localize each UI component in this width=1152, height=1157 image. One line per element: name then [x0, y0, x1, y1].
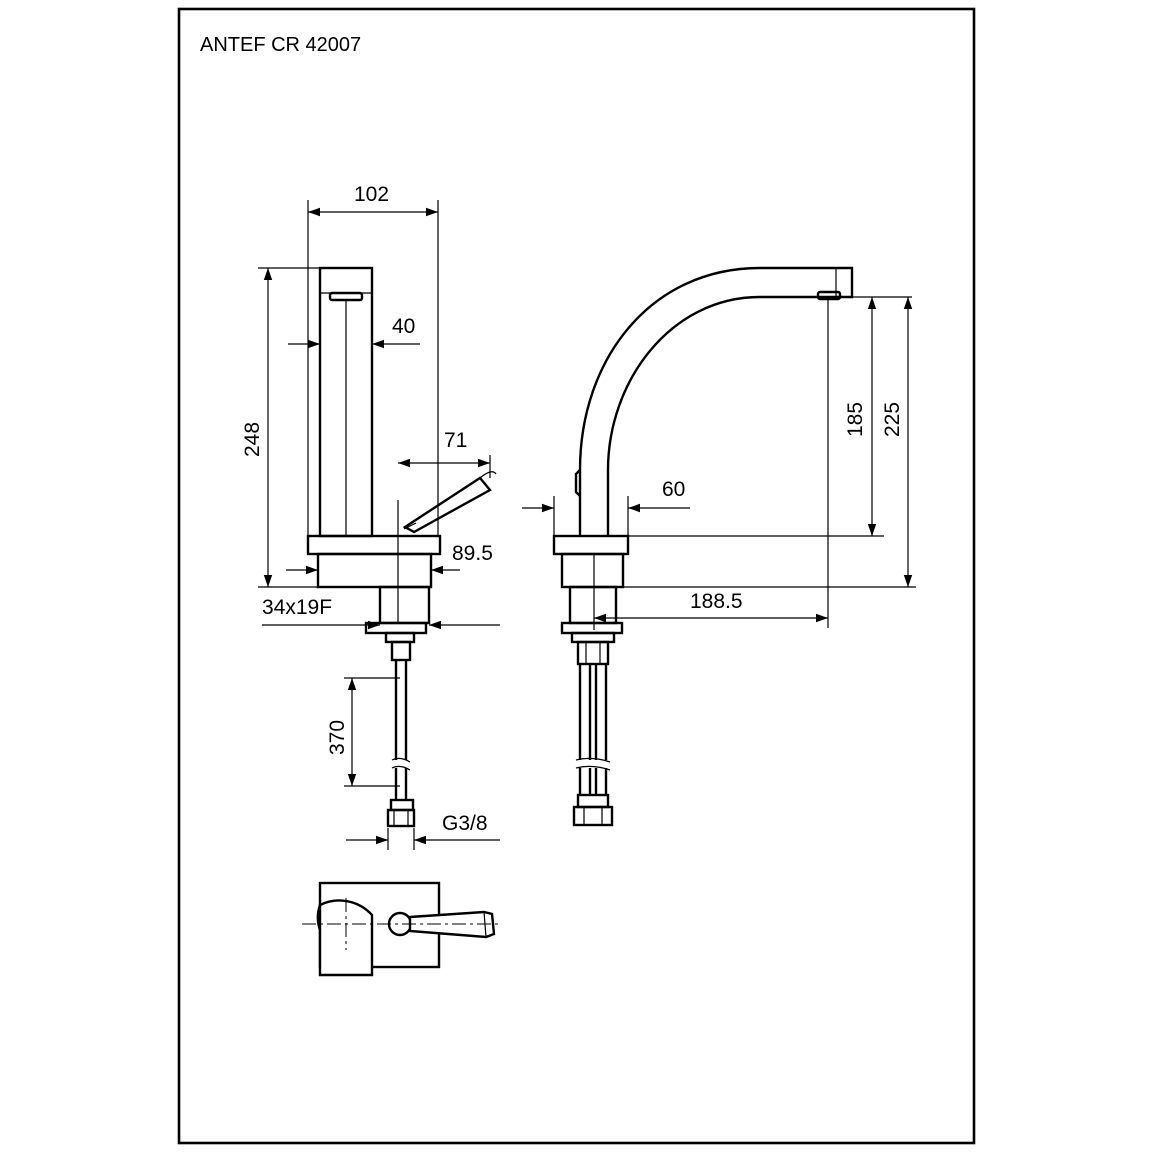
dim-base-width: 89.5: [452, 542, 493, 565]
front-hose: [386, 640, 416, 828]
side-view: [552, 266, 854, 827]
front-aerator: [328, 291, 364, 302]
side-hoses: [572, 640, 614, 827]
front-base-body: [316, 552, 433, 589]
front-shank: [378, 585, 431, 625]
dim-hose-length: 370: [326, 720, 349, 755]
sheet-border: [177, 7, 976, 1145]
top-view: [302, 881, 500, 977]
dim-width-top: 102: [354, 183, 389, 206]
dim-outlet-height: 185: [844, 402, 867, 437]
side-spout-arch: [578, 266, 854, 536]
side-dimensions: 60 185 225 188.5: [522, 296, 916, 630]
front-dimensions: 102 40 248 71 89.5 34x19F: [241, 183, 500, 850]
side-aerator: [816, 290, 842, 301]
side-base-body: [560, 552, 625, 589]
drawing-title: ANTEF CR 42007: [200, 34, 362, 56]
dim-hose-thread: G3/8: [442, 812, 488, 835]
dim-total-height: 248: [241, 422, 264, 457]
dim-thread: 34x19F: [262, 596, 332, 619]
dim-spout-reach: 188.5: [690, 590, 743, 613]
front-base-plate: [306, 534, 442, 556]
dim-lever-reach: 71: [444, 429, 467, 452]
side-base-plate: [552, 534, 630, 556]
front-view: [306, 266, 497, 828]
side-nut: [560, 621, 624, 635]
dim-top-height: 225: [881, 402, 904, 437]
dim-base-diameter: 60: [662, 478, 685, 501]
front-lever: [402, 476, 492, 534]
top-body-circle: [318, 899, 374, 977]
dim-spout-width: 40: [392, 315, 415, 338]
